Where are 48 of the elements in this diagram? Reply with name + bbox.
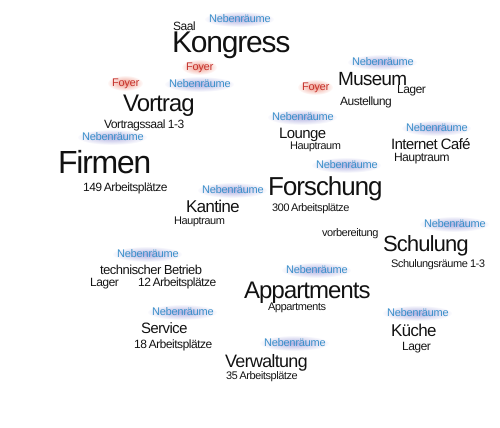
room-note: Hauptraum (290, 141, 340, 152)
room-title: Kantine (186, 198, 239, 215)
room-note: 35 Arbeitsplätze (226, 371, 298, 382)
room-title: Verwaltung (225, 352, 307, 370)
room-note: 300 Arbeitsplätze (272, 203, 349, 214)
room-note: Appartments (268, 302, 326, 313)
room-title: Internet Café (391, 137, 470, 152)
room-title: Vortrag (123, 92, 194, 116)
area-label: Nebenräume (264, 338, 326, 349)
area-label: Nebenräume (286, 265, 348, 276)
area-label: Nebenräume (117, 249, 178, 260)
room-note: Hauptraum (394, 151, 450, 163)
area-label: Nebenräume (424, 219, 486, 230)
room-note: 18 Arbeitsplätze (134, 338, 212, 350)
area-label: Nebenräume (272, 112, 334, 123)
room-note: Saal (173, 20, 196, 32)
room-note: 12 Arbeitsplätze (138, 276, 216, 288)
area-label: Nebenräume (169, 79, 230, 90)
room-title: Schulung (383, 233, 468, 255)
room-note: Austellung (340, 95, 392, 107)
room-note: 149 Arbeitsplätze (83, 181, 167, 193)
room-title: Service (141, 321, 187, 336)
room-title: technischer Betrieb (100, 263, 202, 276)
room-title: Firmen (58, 146, 150, 178)
room-note: Schulungsräume 1-3 (391, 259, 485, 270)
room-title: Forschung (268, 173, 382, 199)
area-label: Nebenräume (209, 14, 270, 25)
room-note: Hauptraum (174, 216, 224, 227)
room-note: Vortragssaal 1-3 (104, 118, 184, 130)
area-label: Nebenräume (406, 123, 468, 134)
area-label: Nebenräume (82, 132, 144, 143)
area-label: Nebenräume (152, 307, 214, 318)
area-label: Nebenräume (202, 185, 264, 196)
room-title: Lounge (279, 126, 326, 141)
room-title: Küche (391, 322, 436, 339)
area-label: Foyer (186, 62, 214, 73)
glow-circle (182, 60, 218, 75)
room-title: Appartments (244, 279, 370, 303)
area-label: Foyer (112, 78, 140, 89)
area-label: Foyer (302, 82, 330, 93)
room-note: vorbereitung (322, 228, 378, 239)
room-note: Lager (90, 276, 118, 288)
glow-circle (108, 76, 144, 91)
area-label: Nebenräume (352, 57, 414, 68)
area-label: Nebenräume (316, 160, 378, 171)
area-label: Nebenräume (387, 308, 448, 319)
glow-circle (298, 80, 334, 95)
room-note: Lager (402, 340, 430, 352)
